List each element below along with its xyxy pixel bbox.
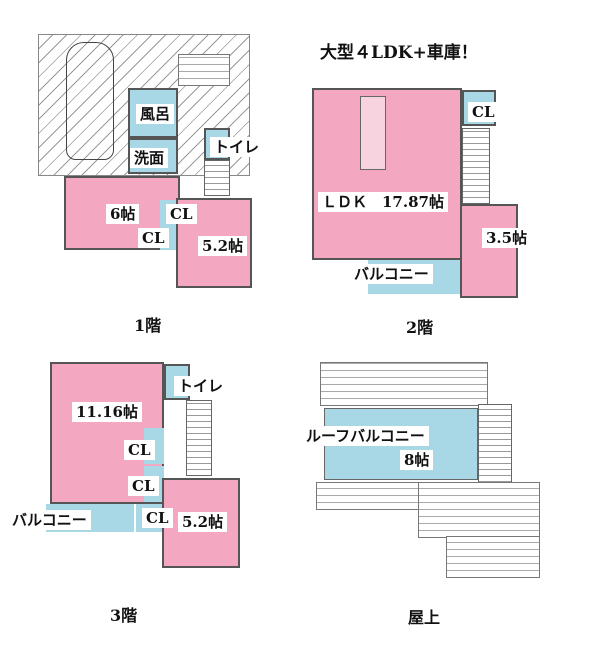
roof-deck-bottom-left [316, 482, 420, 510]
floor-plan-3f: 11.16帖 トイレ CL CL CL 5.2帖 バルコニー 3階 [0, 340, 300, 658]
label-11-16jo: 11.16帖 [72, 402, 142, 422]
label-balcony-3f: バルコニー [8, 510, 91, 530]
stairs-1f [204, 160, 230, 196]
label-balcony-2f: バルコニー [350, 264, 433, 284]
label-3-5jo: 3.5帖 [482, 228, 532, 248]
label-8jo: 8帖 [400, 450, 434, 470]
car-icon [66, 42, 114, 160]
floor-title-2f: 2階 [406, 318, 434, 337]
label-bath: 風呂 [136, 104, 175, 124]
label-washroom: 洗面 [130, 148, 169, 168]
label-cl-2f: CL [468, 102, 499, 122]
room-ldk [312, 88, 462, 260]
label-5-2jo-3f: 5.2帖 [178, 512, 228, 532]
roof-deck-bottom-right [446, 536, 540, 578]
floor-plan-1f: 風呂 洗面 トイレ 6帖 CL CL 5.2帖 1階 [0, 0, 300, 335]
floor-plan-2f: CL ＬＤＫ 17.87帖 3.5帖 バルコニー 2階 [300, 0, 605, 337]
floor-title-roof: 屋上 [408, 608, 441, 627]
roof-deck-top [320, 362, 488, 406]
floor-plan-roof: ルーフバルコニー 8帖 屋上 [300, 340, 605, 658]
label-cl-1f-a: CL [166, 204, 197, 224]
kitchen-counter [360, 96, 386, 170]
headline: 大型４LDK+車庫！ [320, 43, 478, 63]
porch [178, 54, 230, 86]
floor-title-3f: 3階 [110, 606, 138, 625]
roof-deck-bottom-mid [418, 482, 540, 538]
stairs-2f [462, 128, 490, 204]
label-roof-balcony: ルーフバルコニー [302, 426, 429, 446]
label-ldk: ＬＤＫ 17.87帖 [318, 192, 448, 212]
label-cl-1f-b: CL [138, 228, 169, 248]
room-3-5jo [460, 204, 518, 298]
label-toilet-1f: トイレ [210, 137, 264, 157]
label-cl-3f-b: CL [128, 476, 159, 496]
label-6jo: 6帖 [106, 204, 140, 224]
stairs-3f [186, 400, 212, 476]
label-toilet-3f: トイレ [174, 376, 228, 396]
stairs-roof [478, 404, 512, 488]
floor-title-1f: 1階 [134, 316, 162, 335]
label-5-2jo-1f: 5.2帖 [198, 236, 248, 256]
label-cl-3f-c: CL [142, 508, 173, 528]
label-cl-3f-a: CL [124, 440, 155, 460]
